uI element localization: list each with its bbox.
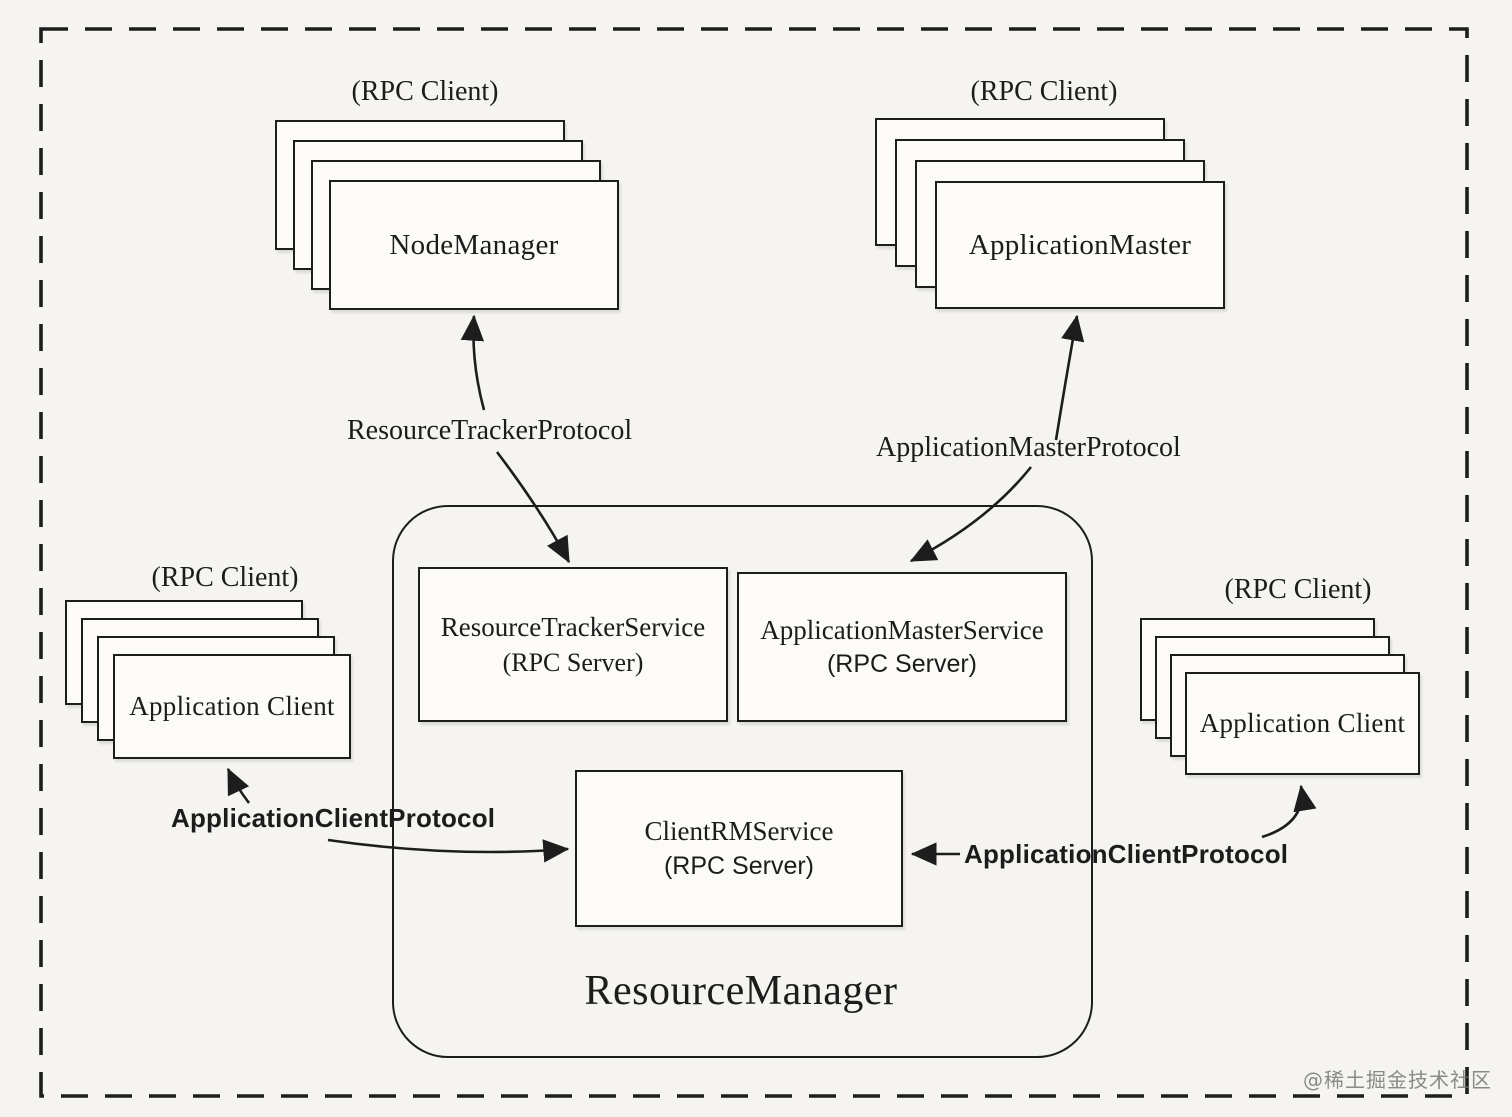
clientrmservice-box: ClientRMService (RPC Server) bbox=[575, 770, 903, 927]
resourcetrackerservice-box: ResourceTrackerService (RPC Server) bbox=[418, 567, 728, 722]
applicationmasterprotocol-label: ApplicationMasterProtocol bbox=[876, 432, 1181, 463]
applicationclientprotocol-right-label: ApplicationClientProtocol bbox=[964, 839, 1289, 869]
nodemanager-box: NodeManager bbox=[329, 180, 619, 310]
left-appclient-box: Application Client bbox=[113, 654, 351, 759]
arrow-applicationmaster-down bbox=[909, 466, 1033, 563]
resourcetrackerprotocol-label: ResourceTrackerProtocol bbox=[347, 415, 633, 446]
right-appclient-box: Application Client bbox=[1185, 672, 1420, 775]
applicationmasterservice-role: (RPC Server) bbox=[826, 650, 977, 679]
arrow-appclient-left-in bbox=[327, 838, 570, 863]
watermark: @稀土掘金技术社区 bbox=[1303, 1068, 1492, 1092]
applicationmaster-box: ApplicationMaster bbox=[935, 181, 1225, 309]
arrow-resourcetracker-down bbox=[495, 451, 571, 564]
applicationclientprotocol-left-label: ApplicationClientProtocol bbox=[171, 803, 496, 833]
applicationmasterservice-name: ApplicationMasterService bbox=[760, 614, 1044, 645]
arrow-resourcetracker-up bbox=[460, 314, 486, 411]
resourcemanager-container: ResourceManager bbox=[392, 505, 1093, 1058]
resourcetrackerservice-name: ResourceTrackerService bbox=[440, 611, 706, 642]
arrow-appclient-left-up bbox=[226, 767, 251, 804]
right-appclient-label: Application Client bbox=[1199, 708, 1406, 738]
applicationmaster-rpc-client-label: (RPC Client) bbox=[970, 76, 1118, 107]
arrow-applicationmaster-up bbox=[1054, 314, 1085, 441]
right-appclient-rpc-client-label: (RPC Client) bbox=[1224, 574, 1372, 605]
applicationmasterservice-box: ApplicationMasterService (RPC Server) bbox=[737, 572, 1067, 722]
nodemanager-rpc-client-label: (RPC Client) bbox=[351, 76, 499, 107]
resourcetrackerservice-role: (RPC Server) bbox=[502, 648, 644, 678]
left-appclient-rpc-client-label: (RPC Client) bbox=[151, 562, 299, 593]
nodemanager-label: NodeManager bbox=[389, 228, 559, 261]
clientrmservice-role: (RPC Server) bbox=[663, 851, 814, 880]
dashed-border bbox=[39, 27, 1469, 1098]
clientrmservice-name: ClientRMService bbox=[644, 816, 834, 847]
resourcemanager-title: ResourceManager bbox=[584, 968, 898, 1014]
arrow-appclient-right-up bbox=[1261, 784, 1317, 839]
left-appclient-label: Application Client bbox=[129, 691, 335, 721]
applicationmaster-label: ApplicationMaster bbox=[968, 228, 1192, 261]
